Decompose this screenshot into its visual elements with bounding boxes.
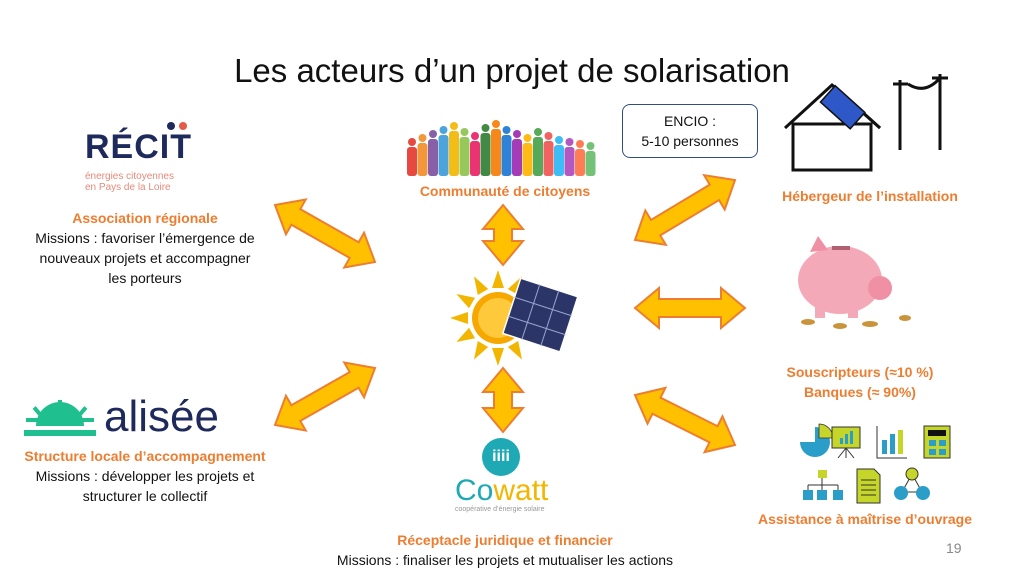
souscripteurs-label: Souscripteurs (≈10 %) [786, 364, 934, 380]
mission-line: les porteurs [108, 270, 182, 286]
mission-line: Missions : développer les projets et [35, 468, 255, 484]
citoyens-role: Communauté de citoyens [419, 183, 591, 199]
recit-logo-sub: en Pays de la Loire [85, 182, 171, 193]
double-arrow-4 [633, 173, 737, 247]
cowatt-role: Réceptacle juridique et financier [397, 532, 613, 548]
double-arrow-2 [480, 203, 526, 267]
network-icon [894, 467, 930, 500]
slide-title: Les acteurs d’un projet de solarisation [234, 52, 790, 89]
double-arrow-6 [633, 386, 737, 454]
cowatt-co: Co [455, 474, 494, 507]
alisee-logo-text: alisée [104, 392, 219, 441]
cowatt-description: Réceptacle juridique et financier Missio… [270, 530, 740, 570]
financement-roles: Souscripteurs (≈10 %) Banques (≈ 90%) [750, 362, 970, 402]
page-number: 19 [946, 540, 962, 556]
pie-chart-icon [800, 423, 834, 457]
recit-role: Association régionale [72, 210, 218, 226]
hebergeur-role: Hébergeur de l’installation [782, 188, 958, 204]
org-chart-icon [803, 470, 843, 500]
double-arrow-5 [633, 285, 747, 331]
cowatt-logo-text: Cowatt [455, 476, 565, 506]
cowatt-watt: watt [493, 474, 549, 507]
encio-callout: ENCIO : 5-10 personnes [622, 104, 758, 158]
alisee-logo: alisée [22, 392, 272, 443]
alisee-description: Structure locale d’accompagnement Missio… [0, 446, 290, 506]
presentation-board-icon [831, 426, 861, 459]
mission-line: Missions : finaliser les projets et mutu… [336, 552, 674, 568]
recit-logo-sub: énergies citoyennes [85, 171, 174, 182]
sunrise-icon [24, 400, 96, 436]
mission-line: nouveaux projets et accompagner [39, 250, 251, 266]
recit-logo-text: RÉCIT [85, 128, 192, 166]
callout-line: ENCIO : [663, 113, 717, 129]
double-arrow-0 [273, 198, 377, 269]
callout-line: 5-10 personnes [641, 133, 739, 149]
double-arrow-1 [273, 361, 377, 432]
amo-role: Assistance à maîtrise d’ouvrage [758, 511, 972, 527]
cowatt-logo-sub: coopérative d’énergie solaire [455, 506, 545, 513]
recit-logo: RÉCIT énergies citoyennes en Pays de la … [85, 122, 205, 193]
bar-chart-icon [876, 426, 907, 459]
alisee-role: Structure locale d’accompagnement [24, 448, 266, 464]
calculator-icon [923, 425, 951, 459]
double-arrow-3 [480, 366, 526, 434]
cowatt-logo: iiii Cowatt coopérative d’énergie solair… [455, 438, 565, 513]
mission-line: Missions : favoriser l’émergence de [35, 230, 255, 246]
cowatt-people-icon: iiii [482, 438, 520, 476]
mission-line: structurer le collectif [82, 488, 208, 504]
banques-label: Banques (≈ 90%) [804, 384, 916, 400]
recit-description: Association régionale Missions : favoris… [10, 208, 280, 288]
document-icon [856, 468, 881, 504]
